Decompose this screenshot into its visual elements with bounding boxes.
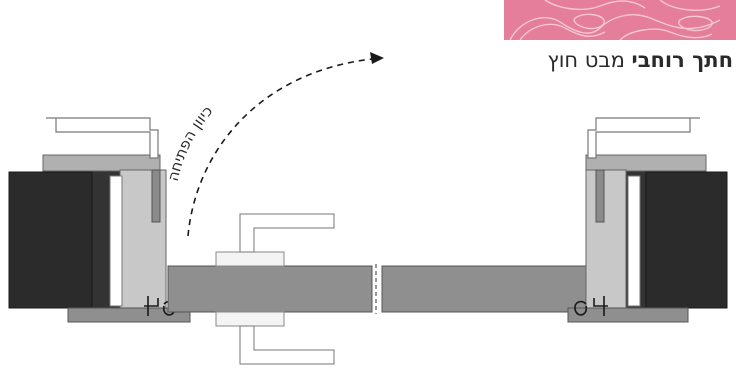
door-handle-top — [215, 213, 335, 267]
title-regular: מבט חוץ — [547, 48, 625, 72]
opening-direction-label: כיוון הפתיחה — [164, 102, 217, 183]
opening-direction-arrow — [187, 52, 384, 237]
right-jamb — [567, 117, 728, 323]
diagram-title: חתך רוחבי מבט חוץ — [547, 50, 733, 71]
left-jamb — [8, 117, 191, 323]
title-bold: חתך רוחבי — [631, 48, 733, 72]
door-handle-bottom — [215, 311, 335, 365]
door-leaf — [167, 264, 587, 314]
pattern-badge — [504, 0, 736, 41]
